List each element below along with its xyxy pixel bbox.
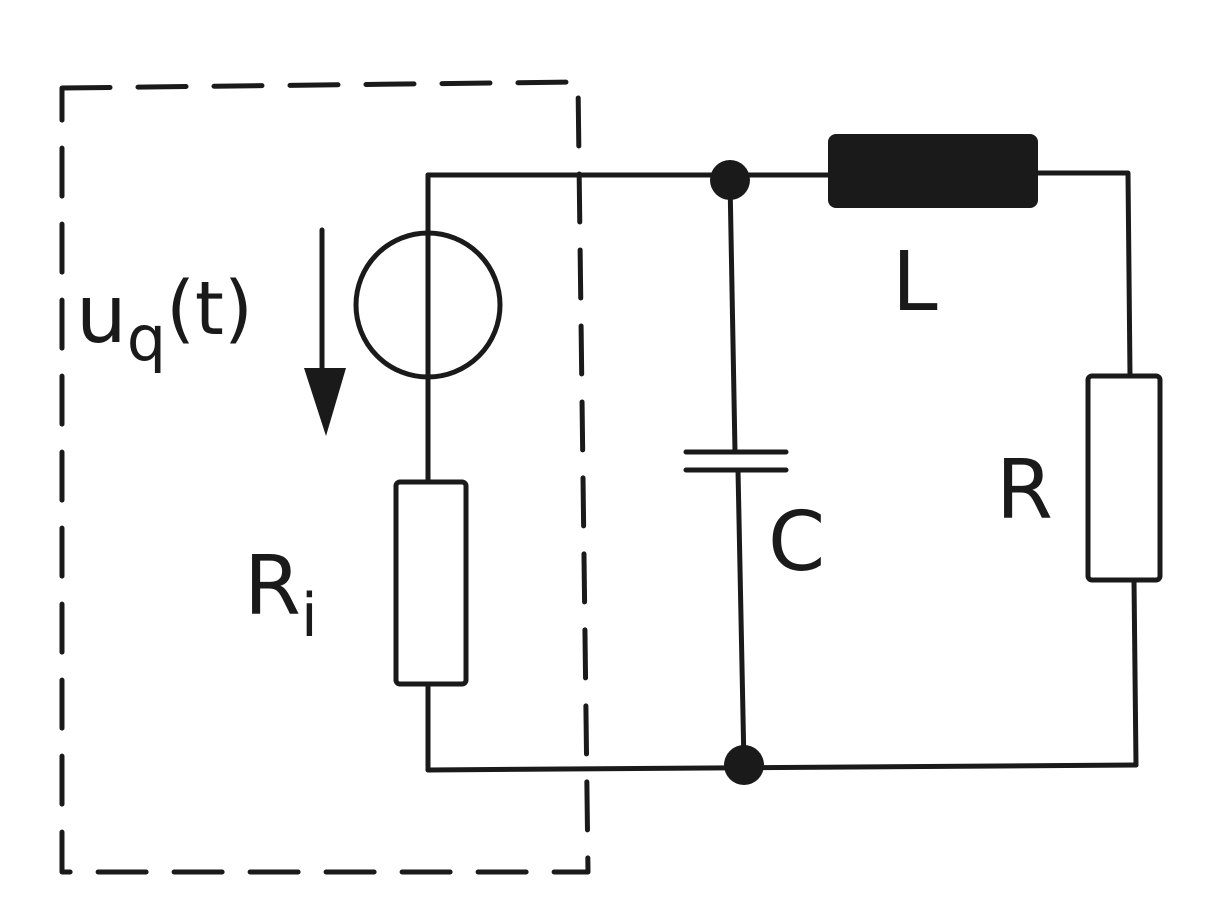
junction-bottom bbox=[724, 745, 764, 785]
voltage-arrow-icon bbox=[304, 227, 346, 436]
resistor-body bbox=[1085, 373, 1163, 583]
label-internal-resistor: Ri bbox=[244, 539, 318, 651]
wire-cap-bottom bbox=[735, 467, 747, 768]
wires bbox=[425, 170, 1139, 773]
inductor-body bbox=[828, 134, 1038, 208]
label-source: uq(t) bbox=[76, 266, 253, 375]
label-capacitor: C bbox=[768, 495, 825, 590]
label-inductor: L bbox=[892, 235, 938, 330]
wire-cap-top bbox=[727, 177, 738, 455]
junction-top bbox=[710, 160, 750, 200]
wire-bottom bbox=[425, 762, 1139, 773]
label-resistor: R bbox=[996, 443, 1053, 538]
capacitor-symbol bbox=[683, 449, 789, 473]
source-dashed-box bbox=[59, 79, 591, 875]
wire-top-right bbox=[1033, 170, 1133, 379]
internal-resistor-body bbox=[393, 479, 469, 687]
wire-r-to-bottom bbox=[1131, 577, 1139, 768]
